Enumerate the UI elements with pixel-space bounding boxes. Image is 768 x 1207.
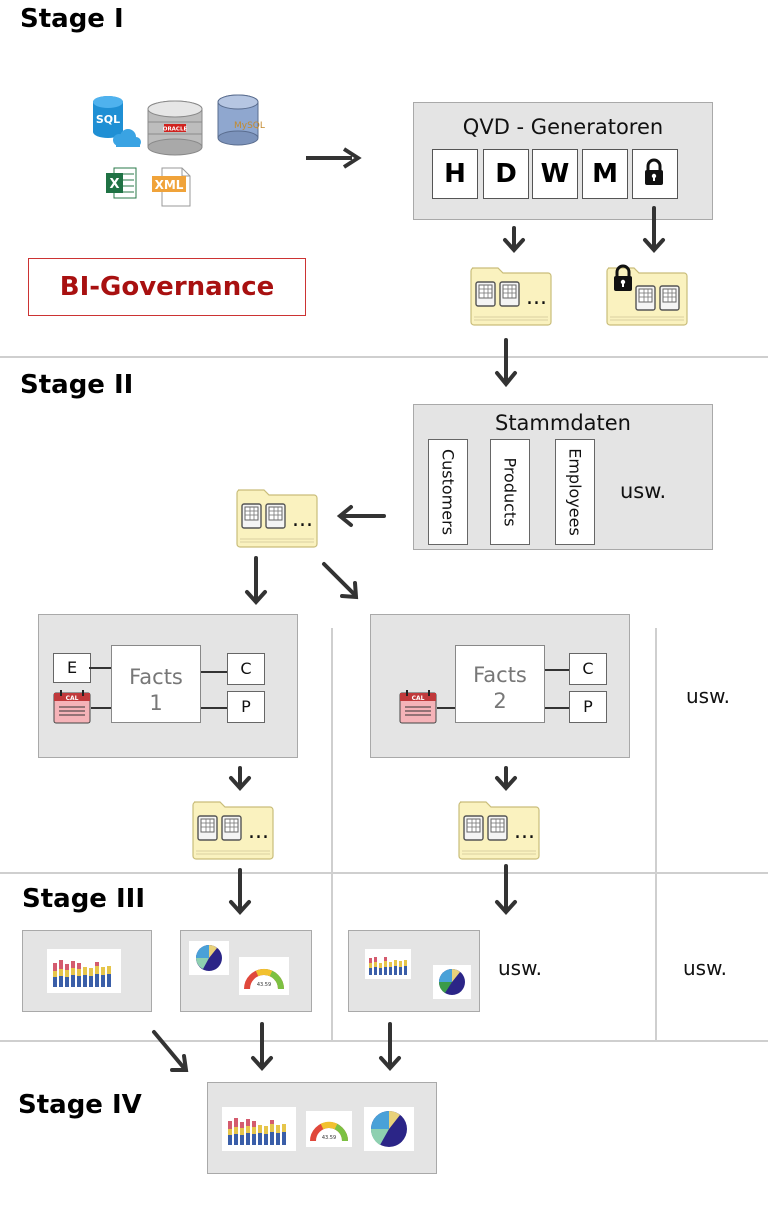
svg-text:CAL: CAL: [66, 695, 79, 702]
stacked-bar-chart-thumbnail: [47, 949, 121, 993]
svg-text:43.59: 43.59: [257, 982, 271, 988]
dimension-e: E: [53, 653, 91, 683]
calendar-icon: CAL: [53, 690, 91, 724]
gauge-thumbnail: 43.59: [306, 1111, 352, 1147]
stage-3-more-middle: usw.: [498, 956, 542, 980]
mysql-database-icon: MySQL: [217, 94, 265, 146]
column-divider-1: [331, 628, 333, 1040]
generator-key-h: H: [432, 149, 478, 199]
master-data-title: Stammdaten: [494, 411, 631, 435]
pie-chart-thumbnail: [189, 941, 229, 975]
qvd-folder-master: ...: [236, 484, 320, 555]
excel-file-icon: X: [106, 167, 137, 199]
stage-3-label: Stage III: [22, 884, 146, 914]
bi-governance-label: BI-Governance: [28, 258, 306, 316]
calendar-icon: CAL: [399, 690, 437, 724]
svg-text:ORACLE: ORACLE: [163, 127, 188, 133]
svg-text:43.59: 43.59: [322, 1135, 336, 1141]
stage-4-label: Stage IV: [18, 1090, 142, 1120]
svg-text:X: X: [109, 177, 119, 192]
qvd-generators-title: QVD - Generatoren: [462, 115, 664, 139]
svg-text:MySQL: MySQL: [234, 121, 265, 131]
svg-text:SQL: SQL: [96, 113, 120, 126]
facts-2-table: Facts 2: [455, 645, 545, 723]
gauge-thumbnail: 43.59: [239, 957, 289, 995]
facts-1-table: Facts 1: [111, 645, 201, 723]
svg-text:CAL: CAL: [412, 695, 425, 702]
qvd-folder-facts-2: ...: [458, 796, 542, 867]
generator-key-d: D: [483, 149, 529, 199]
column-divider-2: [655, 628, 657, 1040]
oracle-database-icon: ORACLE: [147, 100, 203, 156]
arrow-right-icon: [306, 147, 362, 169]
svg-text:...: ...: [292, 507, 313, 532]
generator-key-m: M: [582, 149, 628, 199]
svg-text:...: ...: [526, 285, 547, 310]
table-employees: Employees: [555, 439, 595, 545]
data-sources-icon-group: SQL X: [93, 96, 141, 199]
qvd-folder-locked: [606, 262, 690, 333]
qvd-folder-facts-1: ...: [192, 796, 276, 867]
stacked-bar-chart-thumbnail: [365, 949, 411, 979]
dashboard-app-1: [22, 930, 152, 1012]
master-data-more: usw.: [620, 479, 667, 503]
qvd-folder-1: ...: [470, 262, 554, 333]
svg-text:...: ...: [248, 819, 269, 844]
stacked-bar-chart-thumbnail: [222, 1107, 296, 1151]
svg-text:XML: XML: [155, 178, 184, 192]
dimension-c: C: [569, 653, 607, 685]
sql-database-icon: SQL: [93, 96, 141, 147]
table-products: Products: [490, 439, 530, 545]
pie-chart-thumbnail: [364, 1107, 414, 1151]
qvd-generators-box: QVD - Generatoren H D W M: [413, 102, 713, 220]
stage-1-label: Stage I: [20, 4, 124, 34]
dashboard-app-3: [348, 930, 480, 1012]
xml-file-icon: XML: [152, 167, 191, 207]
dimension-p: P: [569, 691, 607, 723]
table-customers: Customers: [428, 439, 468, 545]
stage-2-more: usw.: [686, 684, 730, 708]
stage-3-more-right: usw.: [683, 956, 727, 980]
dimension-p: P: [227, 691, 265, 723]
master-data-box: Stammdaten Customers Products Employees …: [413, 404, 713, 550]
pie-chart-thumbnail: [433, 965, 471, 999]
dashboard-combined: 43.59: [207, 1082, 437, 1174]
stage-divider-3: [0, 1040, 768, 1042]
facts-2-box: CAL Facts 2 C P: [370, 614, 630, 758]
stage-divider-2: [0, 872, 768, 874]
facts-1-box: E CAL Facts 1 C P: [38, 614, 298, 758]
stage-divider-1: [0, 356, 768, 358]
generator-key-w: W: [532, 149, 578, 199]
dashboard-app-2: 43.59: [180, 930, 312, 1012]
svg-text:...: ...: [514, 819, 535, 844]
dimension-c: C: [227, 653, 265, 685]
stage-2-label: Stage II: [20, 370, 134, 400]
generator-key-locked: [632, 149, 678, 199]
